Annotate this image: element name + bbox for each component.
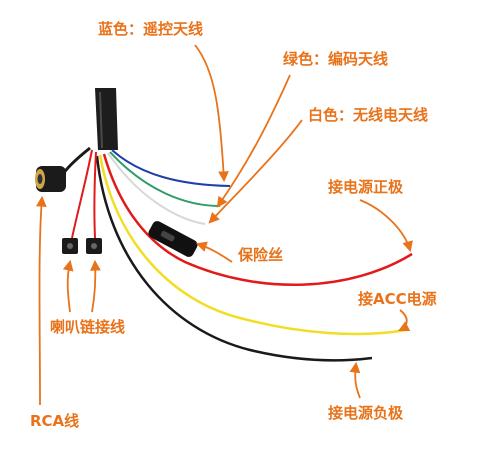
label-white-radio-antenna: 白色：无线电天线 (308, 106, 429, 124)
rca-connector (35, 166, 66, 192)
label-blue-remote-antenna: 蓝色：遥控天线 (98, 20, 204, 38)
fuse-holder (148, 221, 198, 257)
wire-black-ground (95, 155, 373, 362)
wire-speaker-a (71, 149, 93, 239)
wire-yellow-acc (98, 154, 407, 336)
label-acc-power: 接ACC电源 (358, 290, 437, 308)
wire-red-power (102, 153, 413, 286)
label-green-coding-antenna: 绿色：编码天线 (283, 50, 389, 68)
wire-green (109, 151, 221, 207)
wire-white (107, 152, 206, 225)
label-fuse: 保险丝 (238, 246, 284, 264)
rca-cable (60, 146, 91, 177)
wire-speaker-b (93, 151, 97, 239)
label-speaker-wire: 喇叭链接线 (50, 318, 126, 336)
label-arrows (35, 44, 413, 406)
main-cable (95, 88, 118, 150)
label-rca: RCA线 (30, 412, 80, 430)
label-power-negative: 接电源负极 (328, 404, 404, 422)
wire-blue (111, 149, 231, 187)
label-power-positive: 接电源正极 (328, 178, 404, 196)
